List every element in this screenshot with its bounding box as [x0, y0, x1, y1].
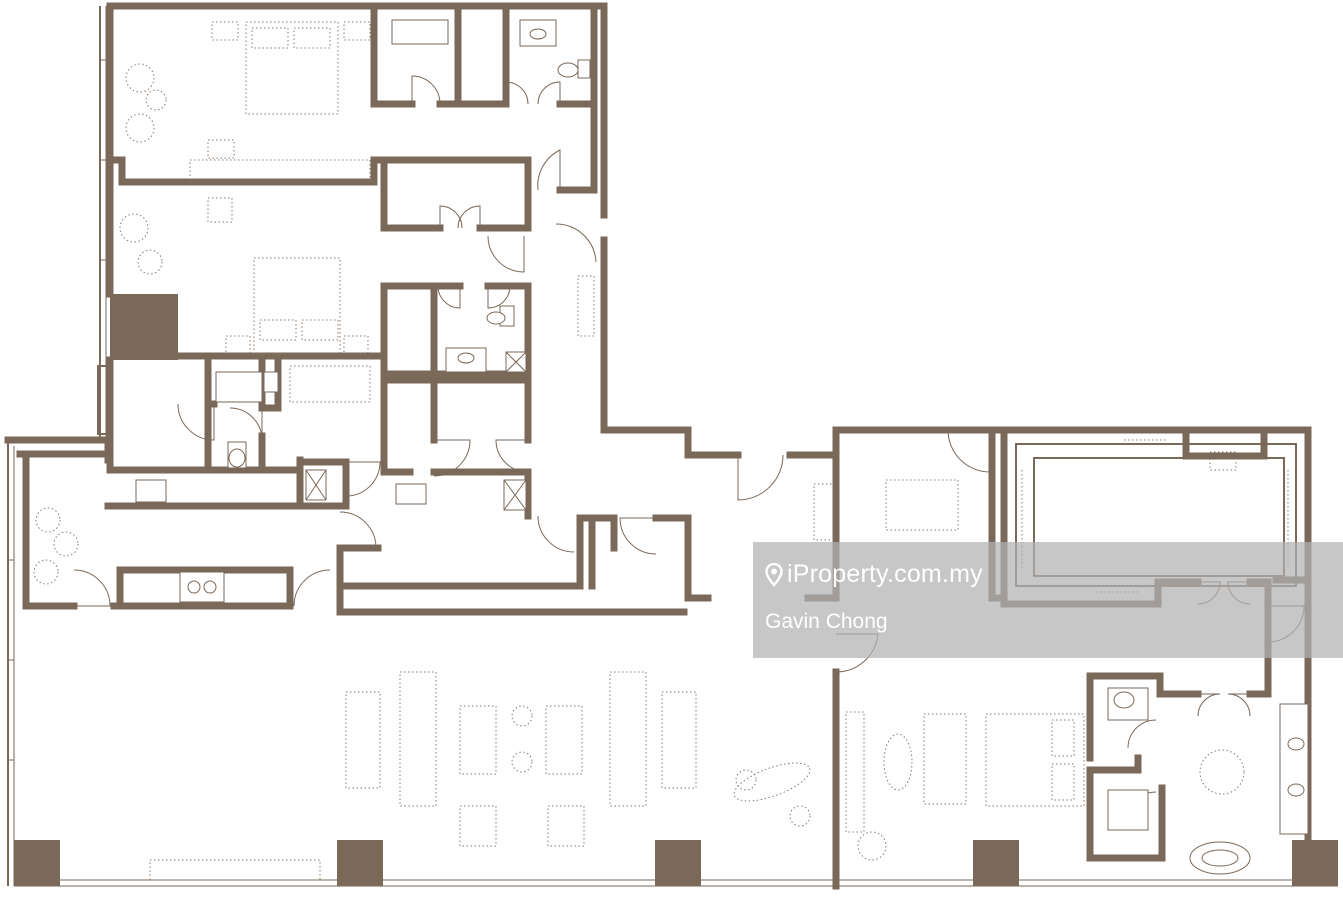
structural-column	[14, 840, 60, 886]
watermark-banner: iProperty.com.my Gavin Chong	[753, 542, 1343, 658]
exterior-walls	[4, 2, 1338, 890]
structural-column	[655, 840, 701, 886]
bathroom-fixtures	[135, 19, 1309, 875]
structural-column	[1292, 840, 1338, 886]
interior-walls	[16, 2, 1306, 862]
watermark-brand-text: iProperty.com.my	[787, 560, 983, 588]
furniture	[33, 21, 1245, 881]
watermark-brand: iProperty.com.my	[765, 560, 983, 589]
window-marks	[8, 59, 109, 761]
structural-column	[110, 294, 178, 360]
structural-column	[973, 840, 1019, 886]
location-pin-icon	[765, 562, 783, 587]
structural-column	[337, 840, 383, 886]
watermark-agent-name: Gavin Chong	[765, 610, 888, 633]
